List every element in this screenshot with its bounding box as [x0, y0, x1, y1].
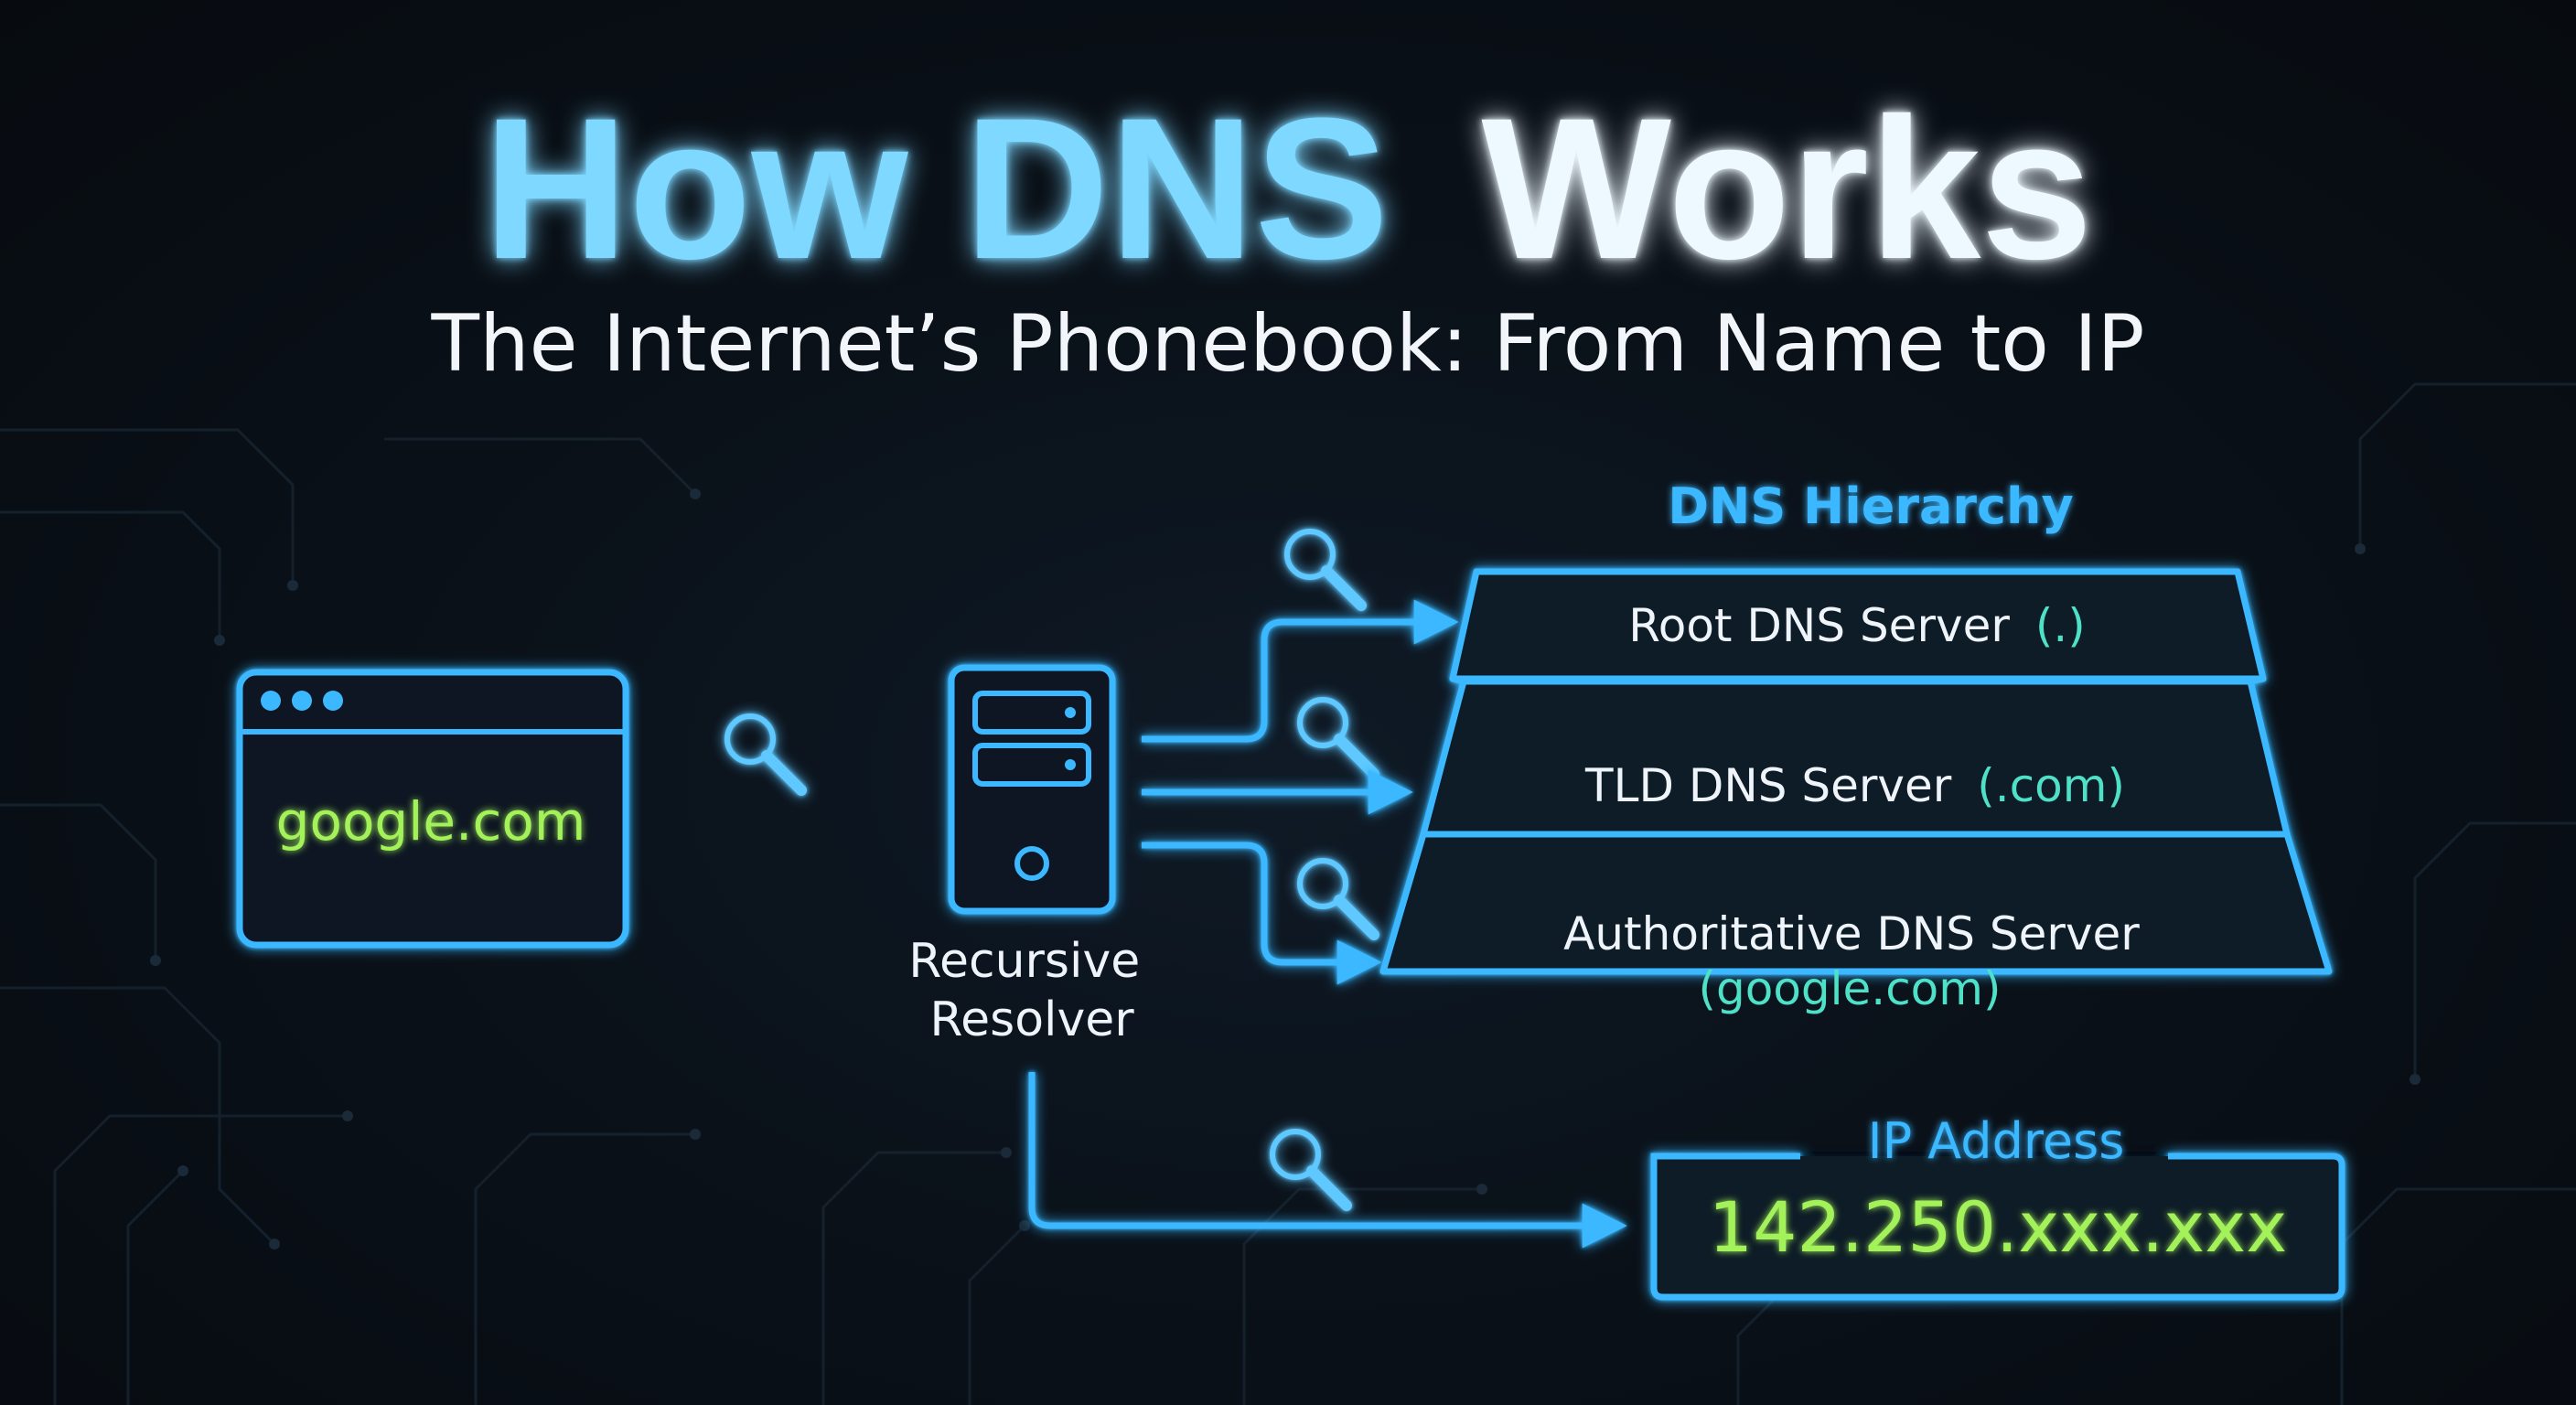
tld-server-suffix: (.com)	[1977, 759, 2125, 812]
browser-url: google.com	[276, 790, 586, 853]
ip-address-value: 142.250.xxx.xxx	[1709, 1186, 2287, 1268]
arrow-to-root	[1142, 599, 1459, 743]
browser-window	[236, 669, 629, 949]
auth-server-suffix: (google.com)	[1698, 962, 2001, 1015]
circuit-background	[0, 382, 2576, 1405]
magnifier-icon	[1270, 1129, 1352, 1211]
resolver-server-icon	[948, 664, 1116, 915]
magnifier-icon	[724, 713, 807, 796]
window-dot-icon	[261, 691, 281, 711]
root-server-label: Root DNS Server (.)	[1628, 599, 2086, 652]
hierarchy-arrows	[1142, 599, 1459, 985]
resolver-label-line1: Recursive	[908, 934, 1140, 989]
root-server-suffix: (.)	[2035, 599, 2086, 652]
hierarchy-stack	[1379, 568, 2333, 975]
auth-server-name: Authoritative DNS Server	[1563, 907, 2140, 960]
title-part-white: Works	[1481, 76, 2092, 301]
page-subtitle: The Internet’s Phonebook: From Name to I…	[431, 298, 2145, 390]
title-group: How DNS Works	[483, 76, 2093, 301]
resolver-label-line2: Resolver	[929, 992, 1134, 1047]
resolver-label: Recursive Resolver	[908, 934, 1155, 1047]
page-title: How DNS Works	[483, 76, 2093, 301]
window-dot-icon	[292, 691, 312, 711]
hierarchy-heading: DNS Hierarchy	[1668, 477, 2073, 535]
title-part-blue: How DNS	[483, 76, 1389, 301]
tld-server-label: TLD DNS Server (.com)	[1584, 759, 2125, 812]
tld-server-name: TLD DNS Server	[1584, 759, 1952, 812]
ip-address-box	[1650, 1153, 2345, 1301]
ip-address-label: IP Address	[1868, 1112, 2125, 1170]
arrow-to-auth	[1142, 842, 1382, 985]
magnifier-icon	[1297, 697, 1379, 779]
window-dot-icon	[323, 691, 343, 711]
magnifier-icon	[1284, 529, 1367, 611]
root-server-name: Root DNS Server	[1628, 599, 2010, 652]
auth-server-label: Authoritative DNS Server	[1563, 907, 2140, 960]
answer-arrow	[1028, 1072, 1627, 1249]
magnifier-icon	[1297, 858, 1379, 940]
root-tier-base	[1449, 675, 2267, 685]
